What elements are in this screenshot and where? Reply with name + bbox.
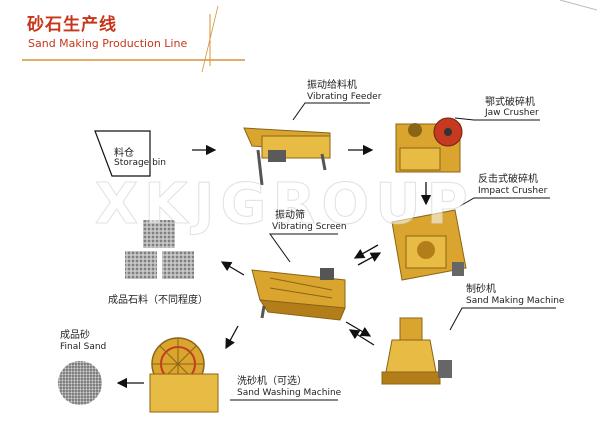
vibrating-feeder-label-cn: 振动给料机 [307, 80, 357, 91]
impact-crusher-label-cn: 反击式破碎机 [478, 174, 538, 185]
page-title: 砂石生产线 [27, 15, 117, 35]
sand-making-machine-image [381, 317, 452, 385]
finished-stone-label-cn: 成品石料（不同程度） [108, 295, 208, 306]
arrow-screen-to-washer [225, 325, 239, 350]
final-sand-label-cn: 成品砂 [60, 330, 90, 341]
jaw-crusher-label-en: Jaw Crusher [485, 108, 539, 118]
watermark: XKJGROUP [95, 172, 474, 238]
sand-making-machine-label-cn: 制砂机 [466, 284, 496, 295]
vibrating-screen-label-cn: 振动筛 [275, 210, 305, 221]
vibrating-screen-image [251, 268, 346, 321]
jaw-crusher-image [395, 117, 463, 173]
finished-stone-samples [125, 220, 194, 279]
storage-bin-label-cn: 料仓 [114, 148, 134, 159]
corner-line [559, 0, 597, 11]
label-leaders [230, 102, 556, 401]
arrow-sandmaker-to-screen [348, 329, 375, 346]
vibrating-feeder-image [243, 127, 331, 186]
title-underline [22, 5, 245, 73]
impact-crusher-label-en: Impact Crusher [478, 186, 548, 196]
arrow-impact-to-screen [353, 244, 379, 259]
jaw-crusher-label-cn: 鄂式破碎机 [485, 97, 535, 108]
vibrating-screen-label-en: Vibrating Screen [272, 222, 347, 232]
flow-arrows [116, 144, 432, 389]
final-sand-label-en: Final Sand [60, 342, 107, 352]
sand-washing-machine-image [149, 337, 219, 413]
vibrating-feeder-label-en: Vibrating Feeder [307, 92, 382, 102]
page-subtitle: Sand Making Production Line [28, 37, 188, 50]
impact-crusher-image [391, 209, 467, 281]
storage-bin-shape [94, 130, 151, 177]
arrow-screen-to-impact [357, 252, 382, 266]
arrow-screen-to-stone [220, 261, 245, 276]
storage-bin-label-en: Storage bin [114, 158, 166, 168]
arrow-screen-to-sandmaker [345, 321, 372, 337]
final-sand-sample [58, 361, 102, 405]
sand-washing-machine-label-en: Sand Washing Machine [237, 388, 342, 398]
sand-washing-machine-label-cn: 洗砂机（可选） [237, 376, 307, 387]
sand-making-machine-label-en: Sand Making Machine [466, 296, 565, 306]
